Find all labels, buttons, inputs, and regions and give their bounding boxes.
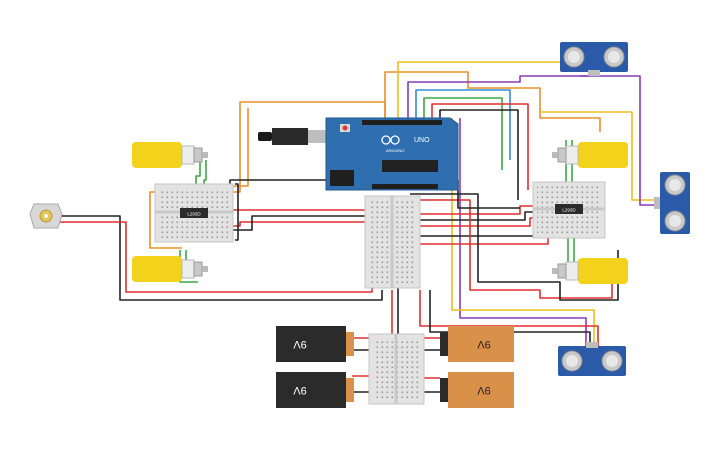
ultrasonic-sensor-top [560, 42, 628, 76]
battery-bottom-right: 9V [440, 372, 514, 408]
arduino-uno: UNO ARDUINO [258, 117, 459, 191]
gear-motor-top-left [132, 142, 208, 168]
battery-top-right: 9V [440, 326, 514, 362]
ultrasonic-sensor-right [654, 172, 690, 234]
wire-black-left-loop [235, 183, 239, 241]
wire-orange-left [149, 101, 386, 249]
chip-label-left: L293D [187, 212, 201, 217]
model-label: UNO [414, 137, 430, 144]
battery-label: 9V [293, 384, 307, 396]
wire-blue-arduino-top [415, 89, 511, 160]
microcontroller [382, 160, 438, 172]
wire-purple-bottom-sensor [459, 118, 587, 350]
wire-black-outer-left [60, 215, 383, 301]
brand-label: ARDUINO [386, 148, 404, 153]
logo-left [381, 135, 391, 145]
power-jack [330, 170, 354, 186]
wire-red-arduino-top [431, 103, 529, 190]
wire-orange-arduino-top [384, 71, 601, 132]
breadboard-left [154, 183, 234, 243]
usb-connector [308, 130, 326, 143]
gear-motor-bottom-right [552, 258, 628, 284]
breadboard-bottom [368, 333, 425, 405]
battery-label: 9V [293, 338, 307, 350]
motor-driver-chip-right: L293D [555, 204, 583, 214]
analog-header [372, 184, 438, 189]
wire-red-outer-left [60, 221, 373, 293]
usb-plug-tip [258, 132, 272, 141]
wire-yellow-right-sensor [540, 111, 660, 201]
usb-plug [272, 128, 308, 145]
battery-bottom-left: 9V [276, 372, 354, 408]
digital-header [362, 120, 442, 125]
battery-top-left: 9V [276, 326, 354, 362]
motor-driver-chip-left: L293D [180, 208, 208, 218]
wire-red-outer-right [410, 199, 613, 299]
battery-label: 9V [477, 338, 491, 350]
chip-label-right: L293D [562, 208, 576, 213]
breadboard-center [364, 195, 421, 289]
gear-motor-top-right [552, 142, 628, 168]
battery-label: 9V [477, 384, 491, 396]
wire-black-outer-right [410, 193, 619, 301]
logo-right [390, 135, 400, 145]
wire-black-arduino-top [439, 109, 519, 200]
ultrasonic-sensor-bottom [558, 342, 626, 376]
wire-purple-right-sensor [580, 75, 660, 206]
dc-motor-small [29, 203, 63, 229]
gear-motor-bottom-left [132, 256, 208, 282]
wire-green-arduino-top [423, 97, 503, 170]
